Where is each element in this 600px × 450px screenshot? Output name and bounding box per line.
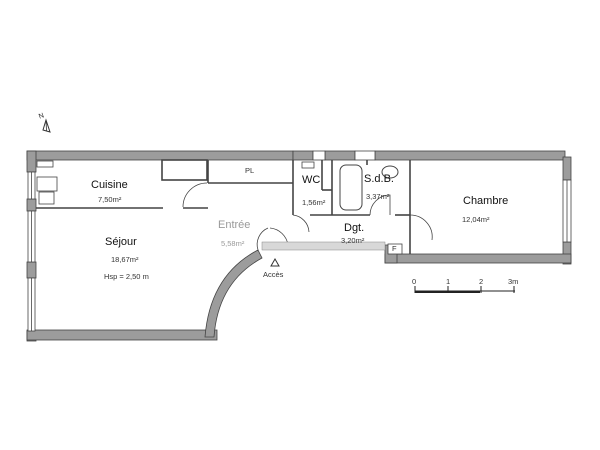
sink-icon	[381, 165, 399, 179]
room-name-chambre: Chambre	[463, 195, 509, 207]
access-label: Accès	[263, 270, 284, 279]
room-name-cuisine: Cuisine	[91, 179, 128, 191]
kitchen-sink-icon	[38, 191, 55, 205]
room-area-sejour: 18,67m²	[111, 255, 139, 264]
interior-walls	[36, 159, 411, 254]
room-name-sejour: Séjour	[105, 236, 137, 248]
fridge-label: F	[392, 244, 397, 253]
bathtub-icon	[339, 164, 363, 211]
room-area-sdb: 3,37m²	[366, 192, 390, 201]
room-name-entree: Entrée	[218, 219, 251, 231]
curved-wall	[204, 249, 263, 338]
scale-tick-3m: 3m	[508, 277, 519, 286]
scale-bar	[414, 286, 515, 293]
room-area-dgt: 3,20m²	[341, 236, 365, 245]
ceiling-height-note: Hsp = 2,50 m	[104, 272, 149, 281]
room-name-wc: WC	[302, 174, 321, 186]
room-name-dgt: Dgt.	[344, 222, 365, 234]
room-area-entree: 5,58m²	[221, 239, 245, 248]
scale-tick-2: 2	[479, 277, 484, 286]
room-area-cuisine: 7,50m²	[98, 195, 122, 204]
access-arrow-icon	[270, 257, 280, 267]
toilet-icon	[301, 161, 315, 169]
scale-tick-0: 0	[412, 277, 417, 286]
north-arrow-icon	[42, 118, 51, 133]
scale-tick-1: 1	[446, 277, 451, 286]
room-name-sdb: S.d.B.	[364, 173, 394, 185]
room-area-wc: 1,56m²	[302, 198, 326, 207]
stove-icon	[36, 176, 58, 192]
room-area-chambre: 12,04m²	[462, 215, 490, 224]
room-name-pl: PL	[245, 166, 255, 175]
windows	[27, 150, 572, 332]
